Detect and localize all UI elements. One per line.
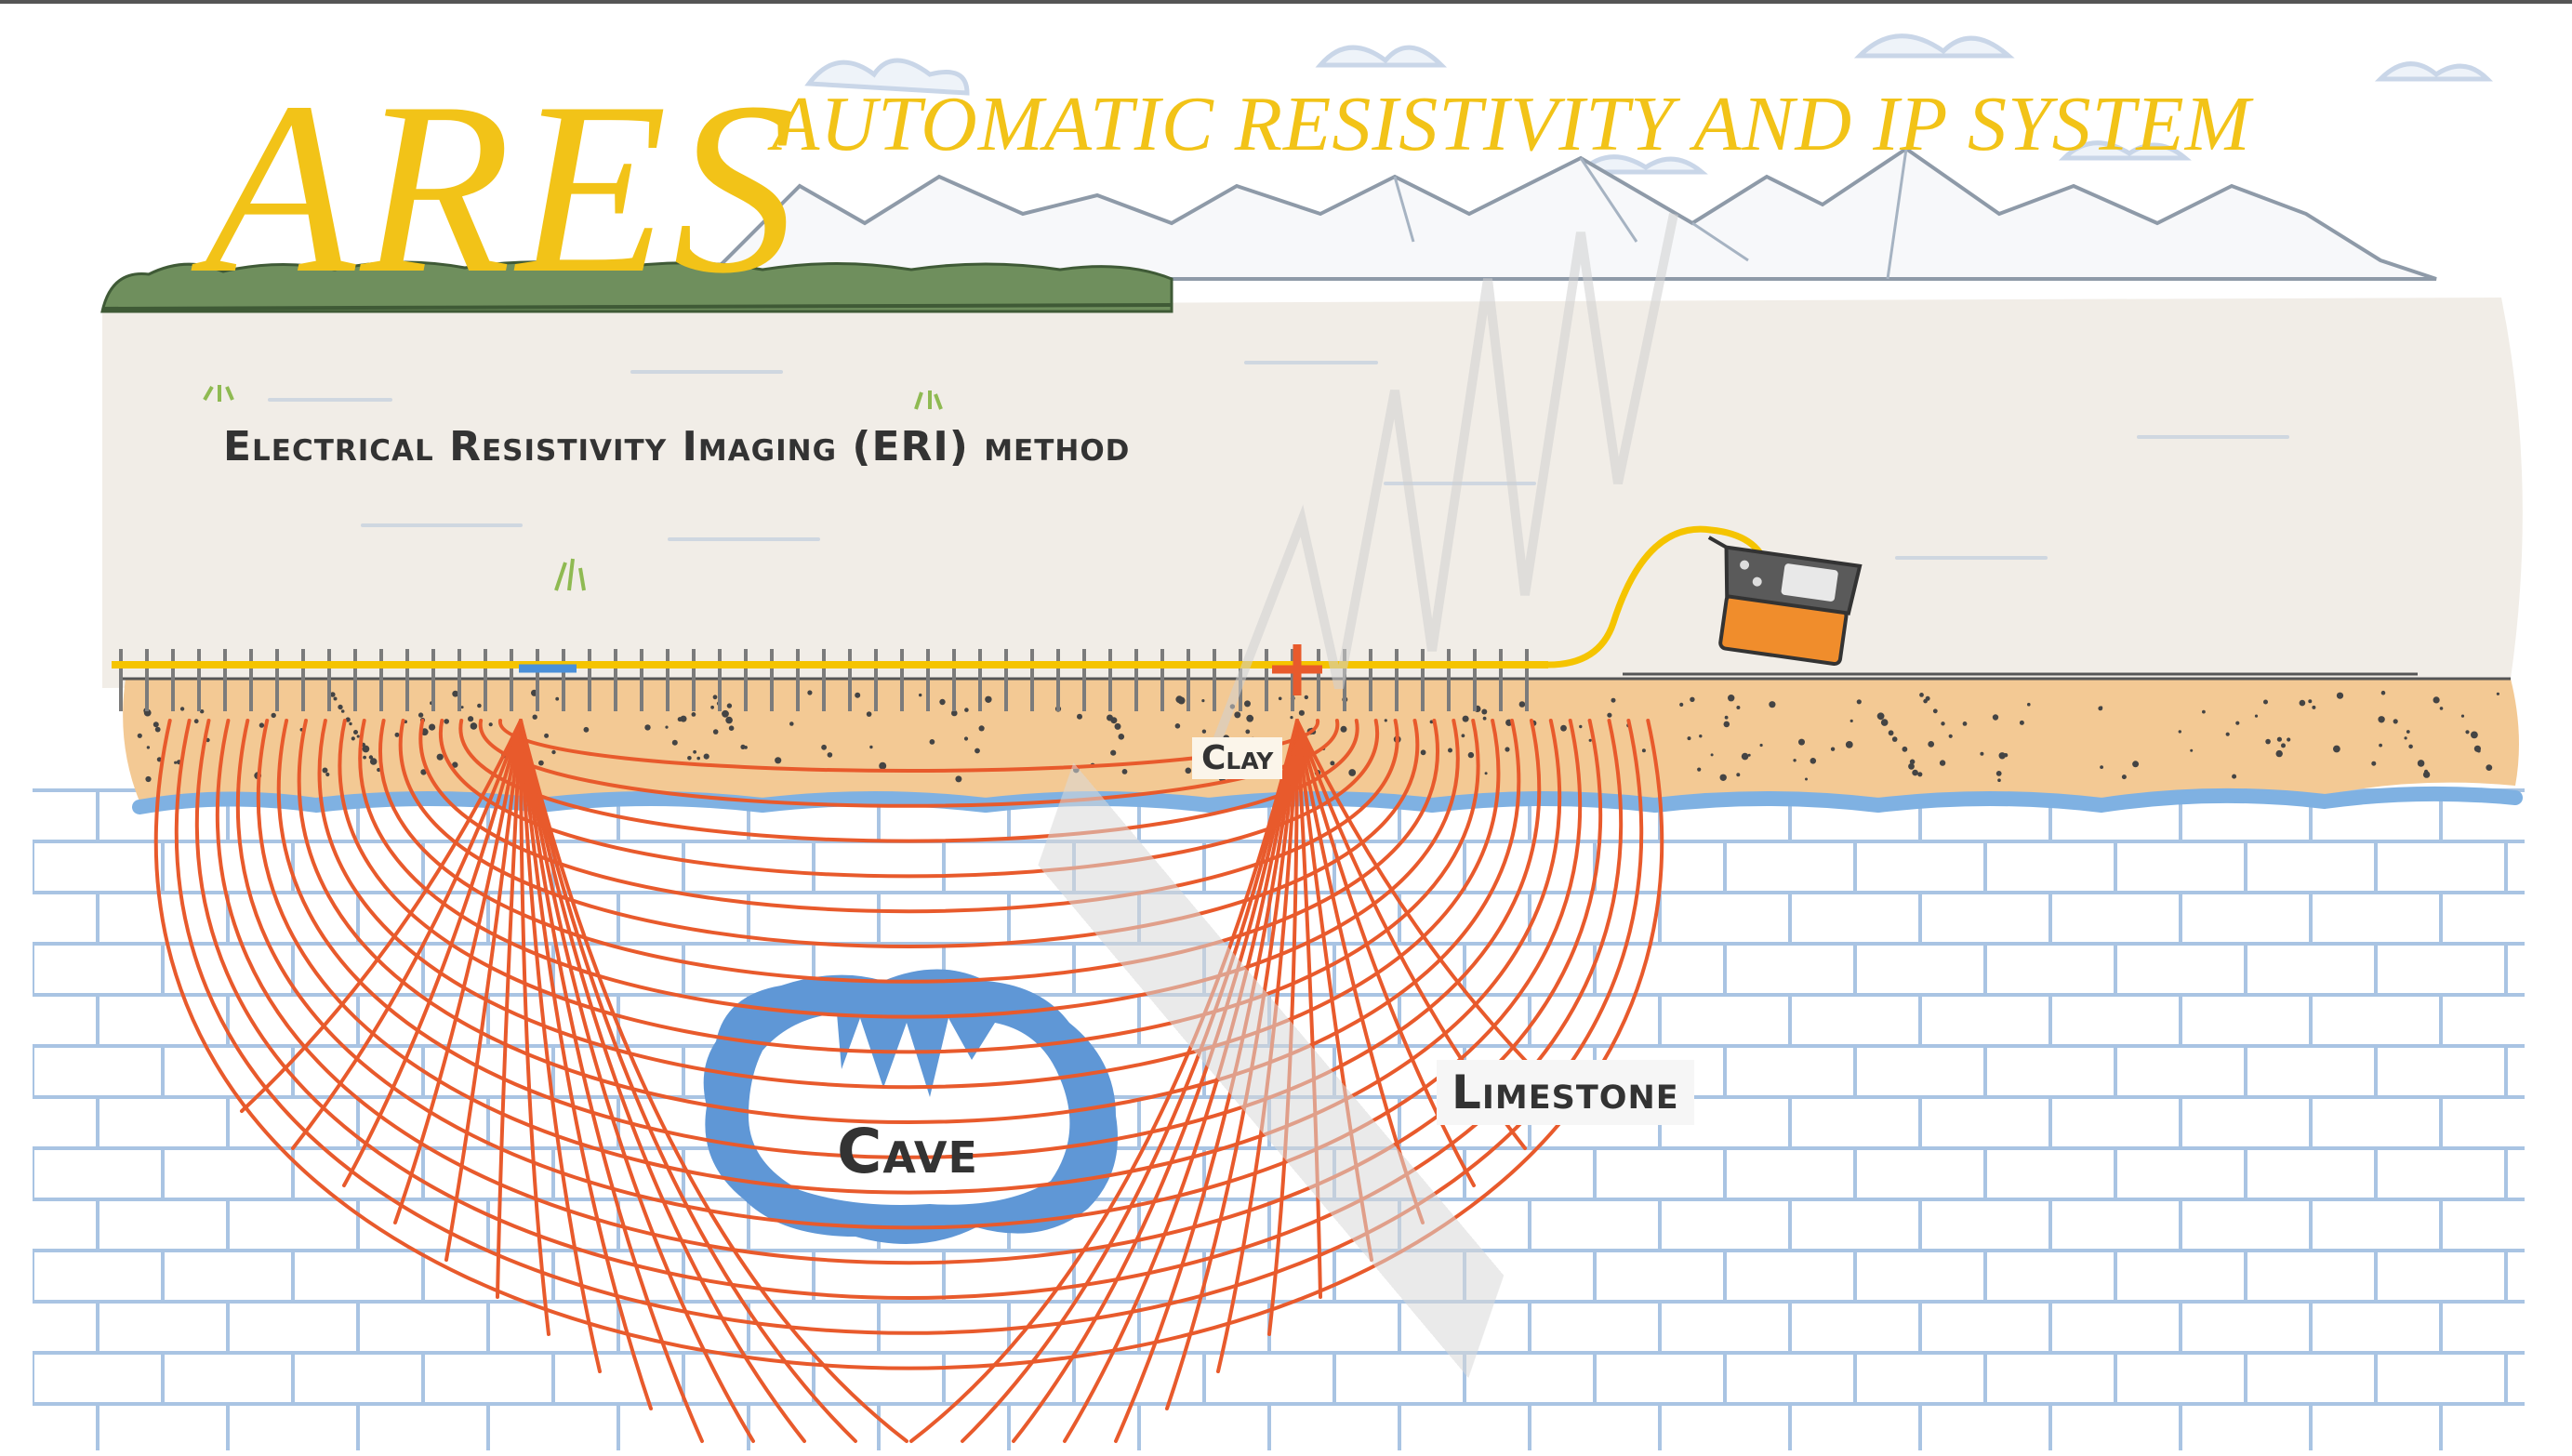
clay-layer bbox=[123, 679, 2520, 801]
plus-marker-icon bbox=[1272, 644, 1322, 695]
survey-cable bbox=[112, 525, 1770, 668]
electrode-array bbox=[119, 649, 1529, 711]
clay-label: Clay bbox=[1192, 737, 1283, 779]
ground-surface bbox=[102, 298, 2523, 688]
cave-label: Cave bbox=[837, 1116, 978, 1187]
clouds bbox=[804, 33, 2494, 175]
cave bbox=[703, 969, 1118, 1244]
watermark bbox=[1038, 212, 1678, 1379]
ares-logo: ARES bbox=[205, 52, 802, 324]
method-label: Electrical Resistivity Imaging (ERI) met… bbox=[223, 423, 1131, 470]
mountains bbox=[702, 146, 2437, 281]
system-title: AUTOMATIC RESISTIVITY AND IP SYSTEM bbox=[772, 81, 2251, 167]
forest bbox=[100, 260, 1173, 313]
grass-tufts bbox=[203, 385, 943, 591]
limestone-label: Limestone bbox=[1437, 1060, 1694, 1125]
resistivity-meter-icon bbox=[1707, 536, 1863, 667]
